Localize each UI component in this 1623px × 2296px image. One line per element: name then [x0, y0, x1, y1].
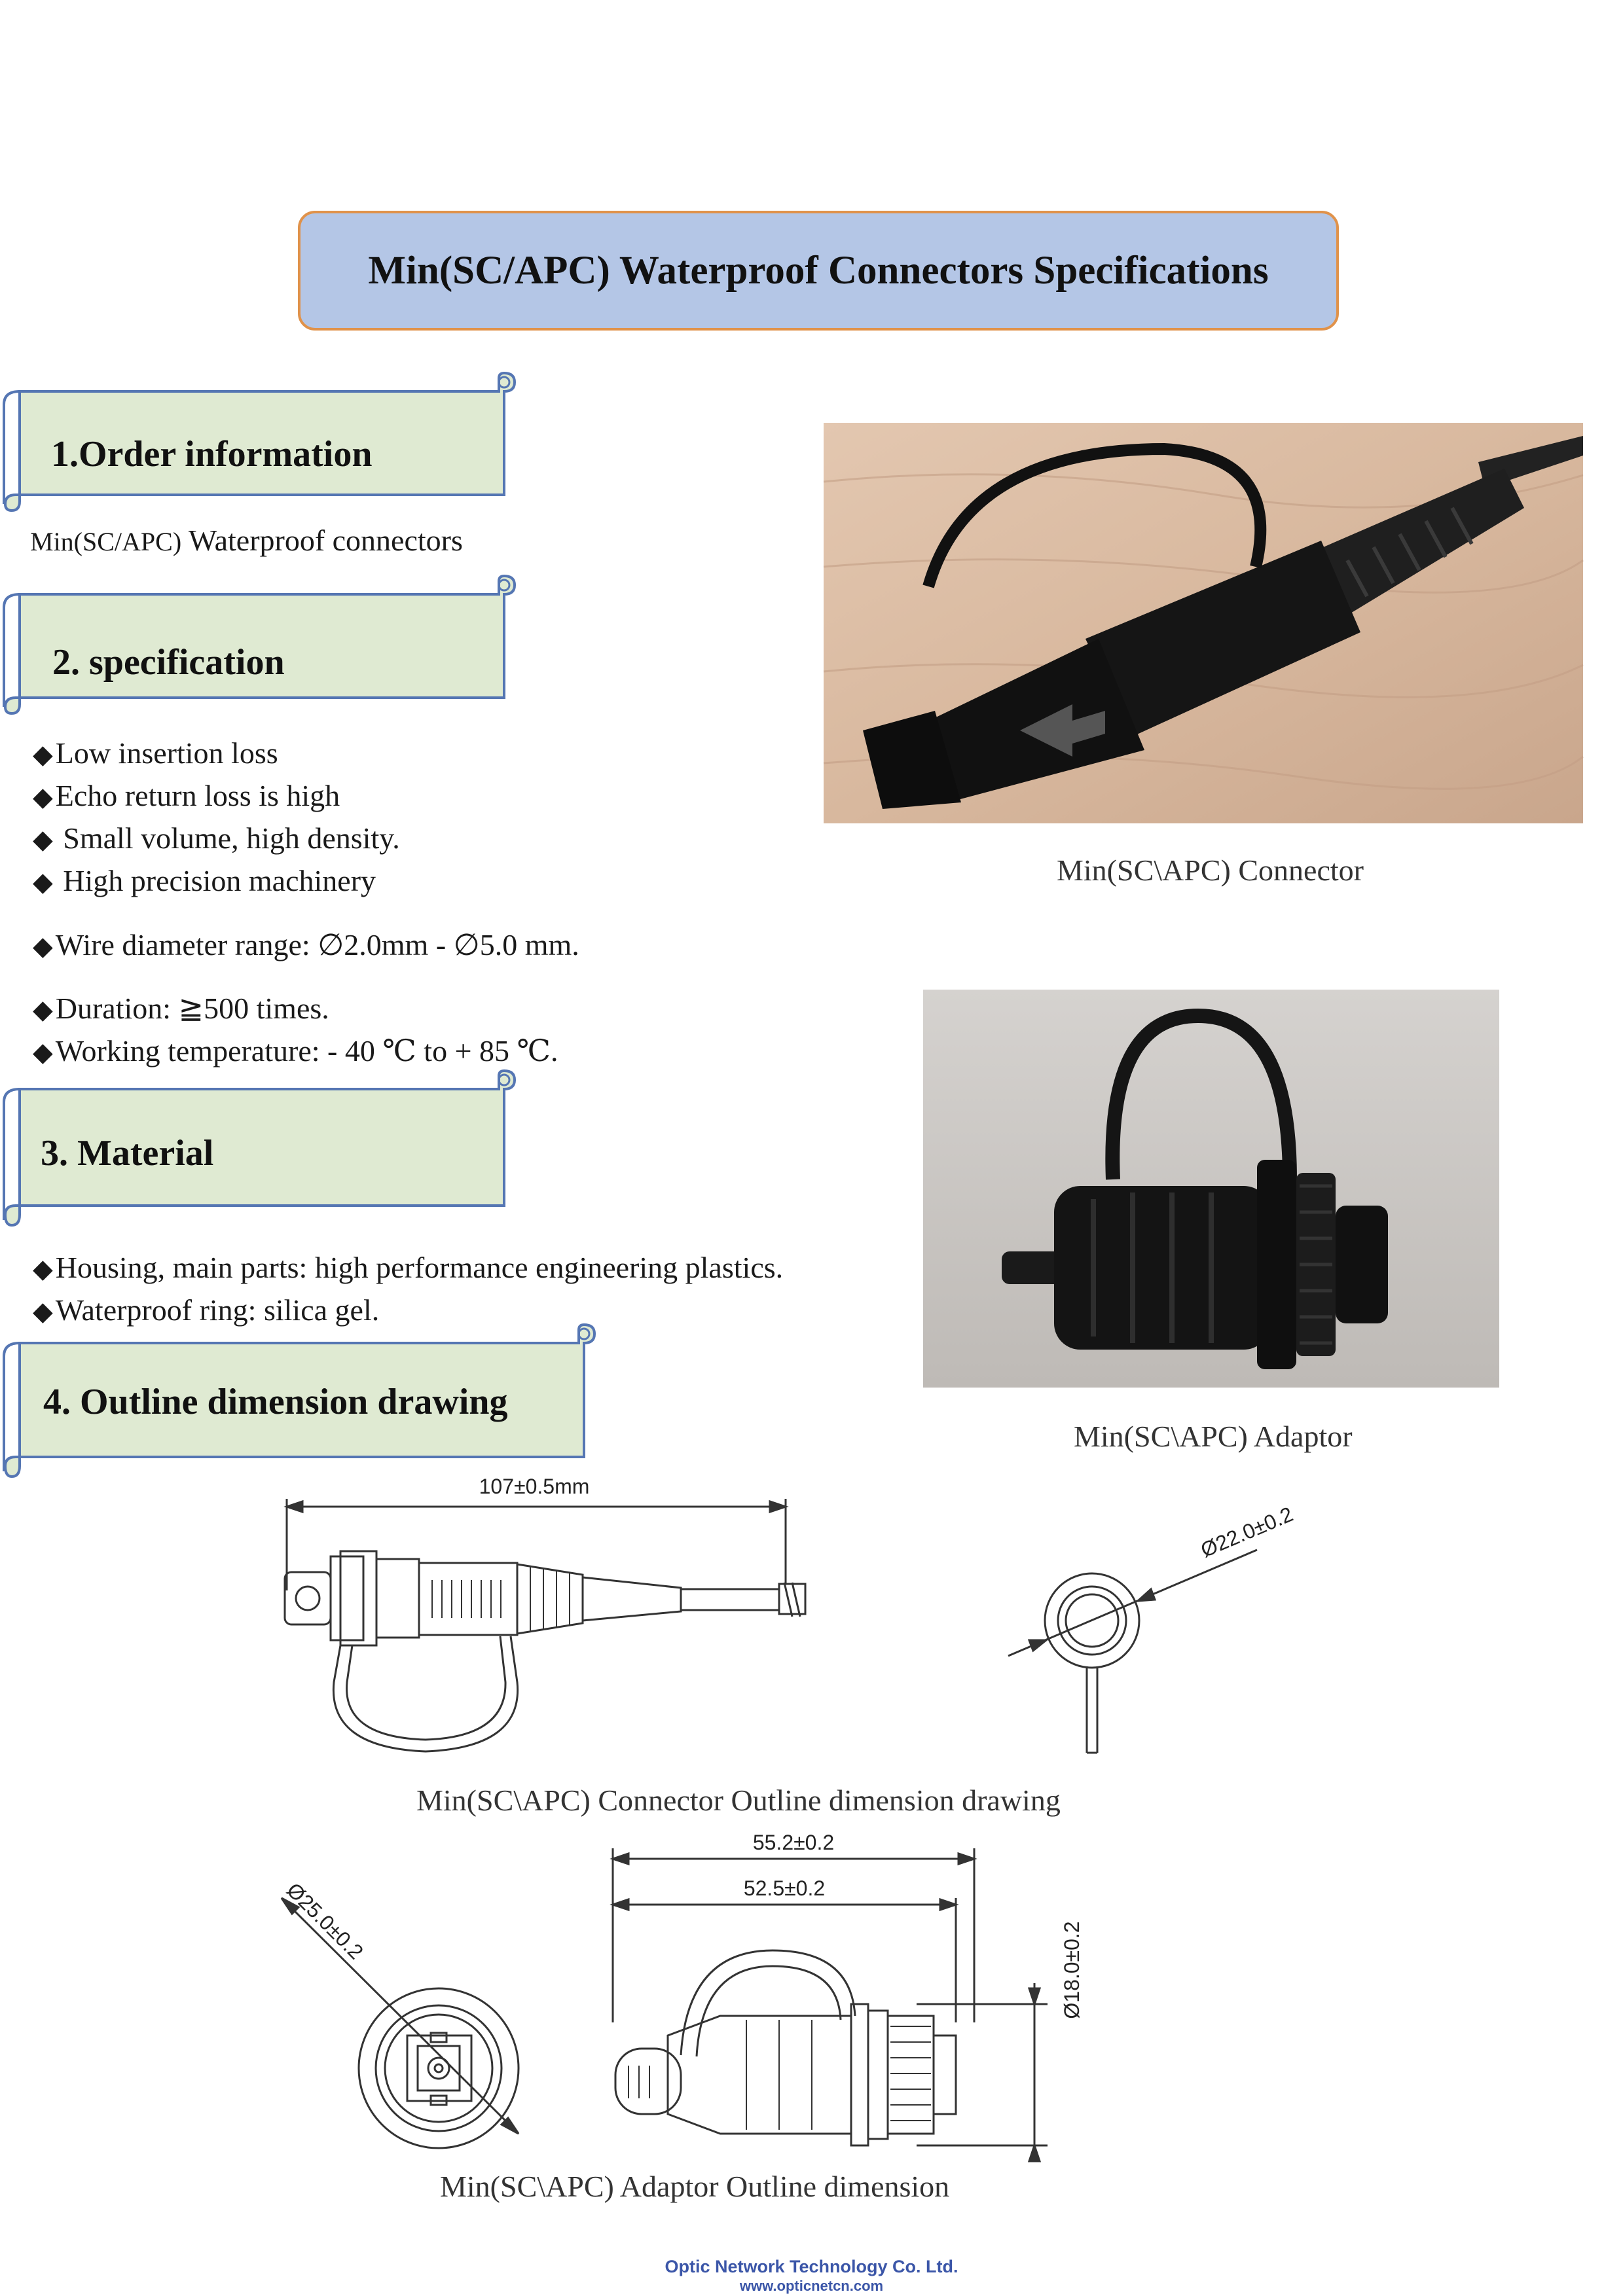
spec-item: ◆Low insertion loss: [33, 738, 278, 768]
connector-photo: [823, 423, 1584, 823]
footer-company: Optic Network Technology Co. Ltd.: [665, 2257, 958, 2276]
connector-outline-drawing: 107±0.5mm Ø22.0±0.2: [275, 1460, 1296, 1767]
diamond-bullet-icon: ◆: [33, 867, 53, 897]
connector-diameter-label: Ø22.0±0.2: [1197, 1502, 1296, 1562]
material-item: ◆Housing, main parts: high performance e…: [33, 1253, 783, 1283]
spec-item: ◆Wire diameter range: ∅2.0mm - ∅5.0 mm.: [33, 930, 579, 960]
spec-item-text: Low insertion loss: [55, 736, 278, 770]
section-spec-heading: 2. specification: [0, 574, 517, 715]
page-title: Min(SC/APC) Waterproof Connectors Specif…: [368, 248, 1269, 293]
spec-item-text: Echo return loss is high: [55, 779, 340, 812]
section-outline-heading: 4. Outline dimension drawing: [0, 1323, 597, 1479]
spec-item-text: Wire diameter range: ∅2.0mm - ∅5.0 mm.: [55, 928, 579, 961]
spec-item-text: Small volume, high density.: [55, 821, 400, 855]
material-item: ◆Waterproof ring: silica gel.: [33, 1295, 379, 1325]
scroll-banner-shape: [3, 371, 517, 512]
material-item-text: Waterproof ring: silica gel.: [55, 1293, 380, 1327]
connector-length-label: 107±0.5mm: [479, 1475, 590, 1498]
adaptor-diameter-label: Ø25.0±0.2: [282, 1878, 368, 1964]
spec-item: ◆Duration: ≧500 times.: [33, 994, 329, 1024]
scroll-banner-shape: [3, 1323, 596, 1479]
section-order-heading: 1.Order information: [0, 371, 517, 512]
adaptor-photo: [923, 990, 1499, 1388]
adaptor-outline-drawing: Ø25.0±0.2 55.2±0.2 52.5±0.2 Ø18.0±0.2: [262, 1826, 1126, 2162]
material-item-text: Housing, main parts: high performance en…: [55, 1251, 784, 1284]
section-outline-title: 4. Outline dimension drawing: [43, 1382, 508, 1422]
section-spec-title: 2. specification: [52, 642, 285, 683]
diamond-bullet-icon: ◆: [33, 1037, 53, 1067]
connector-photo-caption: Min(SC\APC) Connector: [1057, 853, 1364, 887]
adaptor-inner-length-label: 52.5±0.2: [744, 1876, 825, 1900]
adaptor-drawing-caption: Min(SC\APC) Adaptor Outline dimension: [440, 2170, 950, 2203]
spec-item-text: Working temperature: - 40 ℃ to + 85 ℃.: [55, 1034, 558, 1067]
order-text: Min(SC/APC) Waterproof connectors: [30, 526, 463, 556]
adaptor-photo-caption: Min(SC\APC) Adaptor: [1074, 1420, 1353, 1453]
page-title-box: Min(SC/APC) Waterproof Connectors Specif…: [298, 211, 1339, 331]
section-material-heading: 3. Material: [0, 1069, 517, 1227]
spec-item: ◆Echo return loss is high: [33, 781, 340, 811]
spec-item: ◆ Small volume, high density.: [33, 823, 400, 853]
diamond-bullet-icon: ◆: [33, 995, 53, 1024]
spec-item: ◆ High precision machinery: [33, 866, 376, 896]
section-material-title: 3. Material: [41, 1133, 214, 1174]
scroll-banner-shape: [3, 574, 517, 715]
diamond-bullet-icon: ◆: [33, 1254, 53, 1283]
spec-item-text: High precision machinery: [55, 864, 376, 897]
adaptor-height-label: Ø18.0±0.2: [1060, 1921, 1084, 2018]
adaptor-outer-length-label: 55.2±0.2: [753, 1831, 834, 1854]
spec-item: ◆Working temperature: - 40 ℃ to + 85 ℃.: [33, 1036, 558, 1066]
diamond-bullet-icon: ◆: [33, 1297, 53, 1326]
scroll-banner-shape: [3, 1069, 517, 1227]
order-text-suffix: Waterproof connectors: [181, 524, 463, 557]
diamond-bullet-icon: ◆: [33, 931, 53, 961]
footer-website: www.opticnetcn.com: [739, 2278, 884, 2294]
section-order-title: 1.Order information: [51, 434, 373, 475]
diamond-bullet-icon: ◆: [33, 782, 53, 812]
diamond-bullet-icon: ◆: [33, 825, 53, 854]
connector-drawing-caption: Min(SC\APC) Connector Outline dimension …: [416, 1784, 1061, 1817]
spec-item-text: Duration: ≧500 times.: [55, 992, 329, 1025]
order-text-prefix: Min(SC/APC): [30, 527, 182, 556]
diamond-bullet-icon: ◆: [33, 740, 53, 769]
